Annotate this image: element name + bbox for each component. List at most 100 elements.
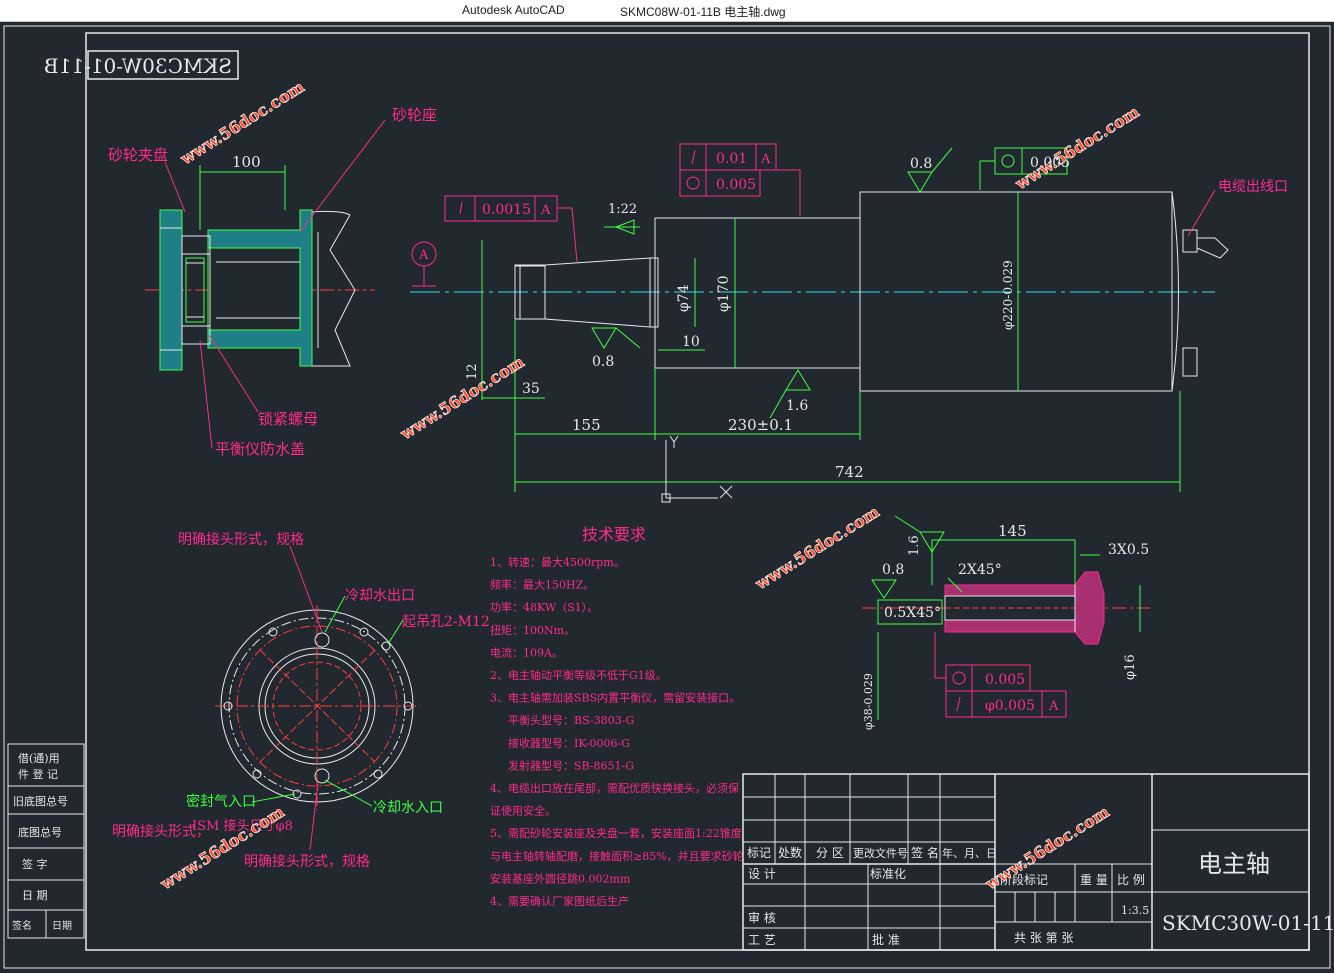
label-lock-nut: 锁紧螺母 [258,410,318,428]
watermark: www.56doc.com [156,802,287,894]
tech-line: 3、电主轴需加装SBS内置平衡仪，需留安装接口。 [490,691,740,705]
tb-standard: 标准化 [870,867,906,881]
tb-sheets: 共 张 第 张 [1014,931,1073,945]
tech-line: 1、转速：最大4500rpm。 [490,555,625,569]
tol-frame-runout-a [444,195,578,263]
tech-line: 证使用安全。 [490,804,556,818]
code-box [87,50,239,80]
tb-header-1: 处数 [778,845,802,860]
leader [931,147,953,173]
leader [894,515,921,533]
dim-16: φ16 [1123,654,1138,680]
tech-requirements: 1、转速：最大4500rpm。频率：最大150HZ。功率：48KW（S1）。扭矩… [490,555,744,908]
roughness-symbol [785,369,811,391]
tol-datum-a3: A [1048,699,1059,714]
ucs-icon [661,435,733,503]
rough-08a: 0.8 [910,156,932,172]
tol-frame-cyl-b [979,147,1068,190]
outer-border [3,25,1331,969]
tb-check: 审 核 [748,910,776,925]
leader [309,783,319,851]
tb-process: 工 艺 [748,933,776,947]
dim-230: 230±0.1 [728,416,793,434]
sidebar-item-2: 旧底图总号 [13,794,68,808]
dim-2x45: 2X45° [958,562,1002,578]
app-name: Autodesk AutoCAD [462,3,565,17]
sidebar-item-5: 日 期 [22,889,48,902]
tol-frame-runout-b [679,143,801,216]
drawing-number: SKMC30W-01-11B [1162,911,1334,935]
tech-line: 安装基座外圆径跳0.002mm [490,871,631,885]
tb-header-0: 标记 [747,846,771,860]
tech-line: 功率：48KW（S1）。 [490,600,598,614]
tb-stage: 阶段标记 [1000,872,1048,887]
label-seal-air-in: 密封气入口 [186,793,256,810]
part-name: 电主轴 [1198,850,1270,878]
roughness-symbol [919,531,945,553]
tech-line: 4、电缆出口放在尾部，需配优质快换接头，必须保 [490,781,739,795]
tb-design: 设 计 [748,867,776,881]
tb-scale-label: 比 例 [1117,873,1145,887]
title-bar: Autodesk AutoCAD SKMC08W-01-11B 电主轴.dwg [0,0,1334,22]
tol-cyl-a: 0.005 [716,177,756,193]
chamfer-box [877,599,943,625]
datum-a: A [418,248,429,263]
label-wheel-seat: 砂轮座 [392,106,437,124]
rough-16: 1.6 [786,398,808,414]
leader [1187,189,1216,237]
tb-header-5: 年、月、日 [942,846,997,860]
document-name: SKMC08W-01-11B 电主轴.dwg [620,5,786,19]
leader [324,595,346,633]
leader [947,577,963,593]
drawing-canvas[interactable]: SKMC30W-01-11B 100 砂轮夹盘 砂轮座 锁紧螺母 平衡仪防水盖 [0,22,1334,973]
wheel-seat-section [862,571,1150,645]
tb-header-3: 更改文件号 [853,846,908,860]
tol-datum-a2: A [760,152,771,167]
leader [387,619,404,645]
tb-header-4: 签 名 [911,845,939,860]
dim-170: φ170 [716,275,732,312]
rough-08b: 0.8 [592,354,614,370]
tech-line: 平衡头型号：BS-3803-G [508,713,634,727]
sidebar-item-1: 件 登 记 [18,767,58,781]
tech-line: 扭矩：100Nm。 [490,623,575,637]
dim-3x05: 3X0.5 [1108,542,1149,558]
tech-line: 5、需配砂轮安装座及夹盘一套，安装座面1:22锥度 [490,826,742,840]
label-joint-spec-bottom: 明确接头形式，规格 [244,853,370,870]
roughness-symbol [871,579,897,599]
tol-cyl-b: 0.005 [1030,155,1070,171]
roughness-symbol [907,171,933,193]
tol-runout-b: 0.01 [716,151,747,167]
rough-16b: 1.6 [907,535,922,556]
tech-line: 4、需要确认厂家图纸后生产 [490,894,629,908]
end-view [215,605,420,810]
tech-line: 2、电主轴动平衡等级不低于G1级。 [490,668,667,682]
watermark: www.56doc.com [751,502,882,594]
tech-line: 电流：109A。 [490,645,563,659]
tol-cyl-c: 0.005 [985,672,1025,688]
label-lifting-hole: 起吊孔2-M12 [402,614,490,630]
label-joint-size: ISM 接头尺寸φ8 [192,818,293,834]
dim-145: 145 [998,522,1027,540]
tol-runout-a: 0.0015 [482,202,531,218]
spindle-body [514,191,1229,392]
leader [289,545,323,633]
label-balancer-cover: 平衡仪防水盖 [215,440,305,458]
tech-line: 频率：最大150HZ。 [490,578,594,592]
dim-100: 100 [232,153,261,171]
label-cooling-out: 冷却水出口 [345,588,415,604]
inner-frame [85,32,1310,951]
tb-header-2: 分 区 [816,846,844,860]
mirrored-code: SKMC30W-01-11B [44,54,232,78]
sidebar-item-4: 签 字 [22,857,48,871]
sidebar-item-0: 借(通)用 [18,752,60,765]
label-wheel-chuck: 砂轮夹盘 [108,146,168,164]
dim-12: 12 [465,363,480,380]
sidebar-table [7,743,85,939]
leader [299,119,386,233]
dim-10: 10 [682,334,700,350]
wheel-chuck-section [145,209,375,371]
tol-datum-a1: A [540,203,551,218]
dim-742: 742 [835,463,864,481]
leader [164,161,186,213]
